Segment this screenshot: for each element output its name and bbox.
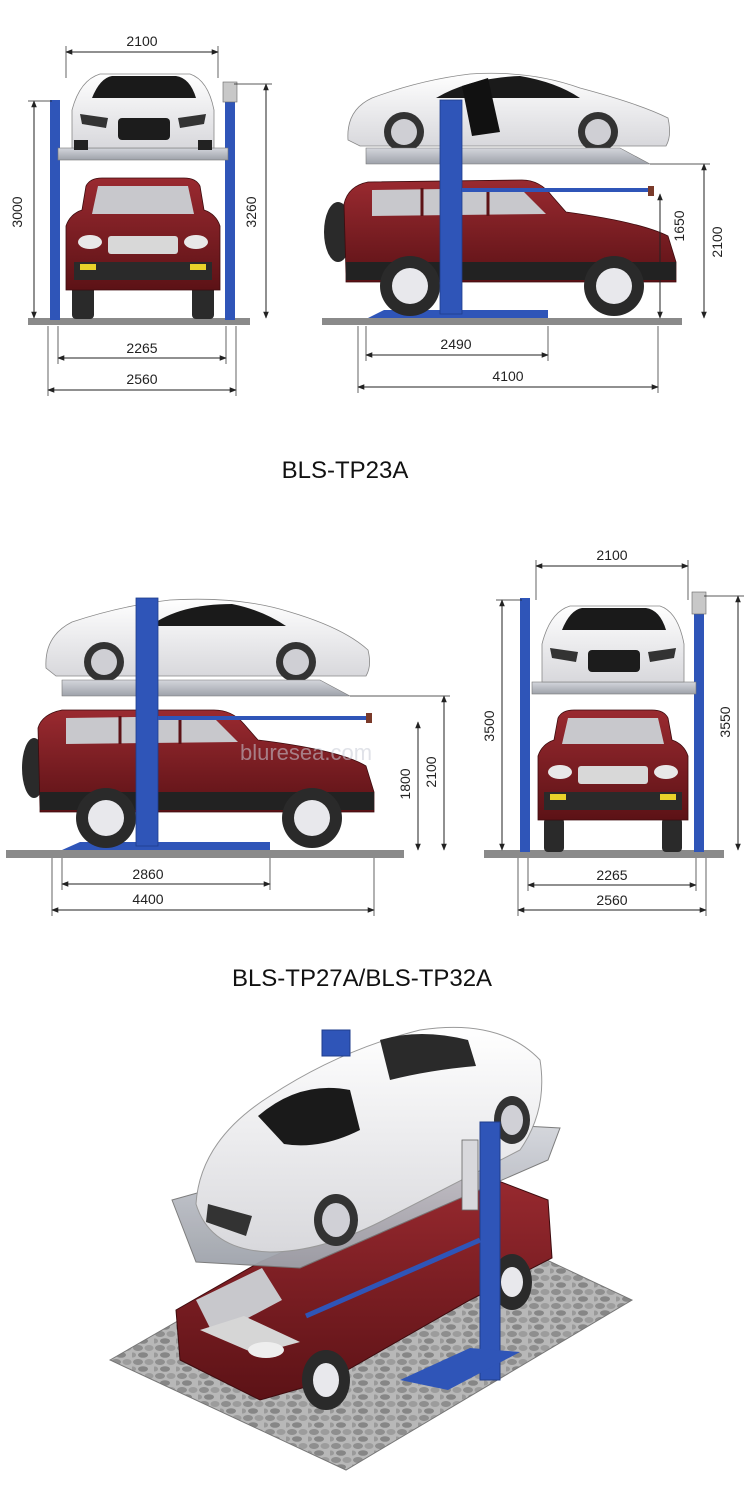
dim-inner-length: 2490 xyxy=(440,336,471,352)
dim-h1: 1650 xyxy=(671,210,687,241)
ground-strip xyxy=(6,850,404,858)
ground-strip xyxy=(322,318,682,325)
lower-suv-side xyxy=(324,179,677,316)
s2-front-view: 2100 3500 3550 2265 2560 xyxy=(481,547,744,916)
post-right xyxy=(225,85,235,320)
dim-right-height: 3260 xyxy=(243,196,259,227)
post-left xyxy=(520,598,530,852)
upper-car-side xyxy=(45,598,370,682)
post-right xyxy=(694,596,704,852)
watermark: bluresea.com xyxy=(240,740,372,765)
lower-suv-front xyxy=(537,709,689,852)
dim-left-height: 3000 xyxy=(9,196,25,227)
dim-outer-length: 4100 xyxy=(492,368,523,384)
lower-suv-front xyxy=(65,177,221,319)
dim-outer-length: 4400 xyxy=(132,891,163,907)
ground-strip xyxy=(28,318,250,325)
dim-inner-width: 2265 xyxy=(126,340,157,356)
post-center xyxy=(135,597,159,847)
s2-side-view: bluresea.com 1800 2100 2860 4400 xyxy=(6,597,450,916)
dim-outer-width: 2560 xyxy=(126,371,157,387)
dim-left-height: 3500 xyxy=(481,710,497,741)
upper-car-side xyxy=(347,72,670,152)
upper-platform xyxy=(531,681,697,695)
dim-h2: 2100 xyxy=(423,756,439,787)
s1-front-view: 2100 3000 3260 2265 2560 xyxy=(9,33,272,396)
post-center xyxy=(439,99,463,315)
dim-inner-width: 2265 xyxy=(596,867,627,883)
iso-post xyxy=(479,1121,501,1381)
iso-post-top xyxy=(321,1029,351,1057)
dim-h1: 1800 xyxy=(397,768,413,799)
dim-outer-width: 2560 xyxy=(596,892,627,908)
upper-car-front xyxy=(541,605,685,683)
dim-top-width: 2100 xyxy=(596,547,627,563)
ground-strip xyxy=(484,850,724,858)
dim-right-height: 3550 xyxy=(717,706,733,737)
s1-side-view: 1650 2100 2490 4100 xyxy=(322,72,725,393)
isometric-render xyxy=(108,1026,634,1471)
lower-suv-side xyxy=(22,709,375,848)
lower-suv-iso xyxy=(175,1169,553,1410)
upper-car-front xyxy=(71,73,215,150)
section1-title: BLS-TP23A xyxy=(282,457,409,484)
dim-top-width: 2100 xyxy=(126,33,157,49)
post-left xyxy=(50,100,60,320)
section2-title: BLS-TP27A/BLS-TP32A xyxy=(232,965,492,992)
upper-car-iso xyxy=(195,1026,543,1253)
dim-h2: 2100 xyxy=(709,226,725,257)
dim-inner-length: 2860 xyxy=(132,866,163,882)
